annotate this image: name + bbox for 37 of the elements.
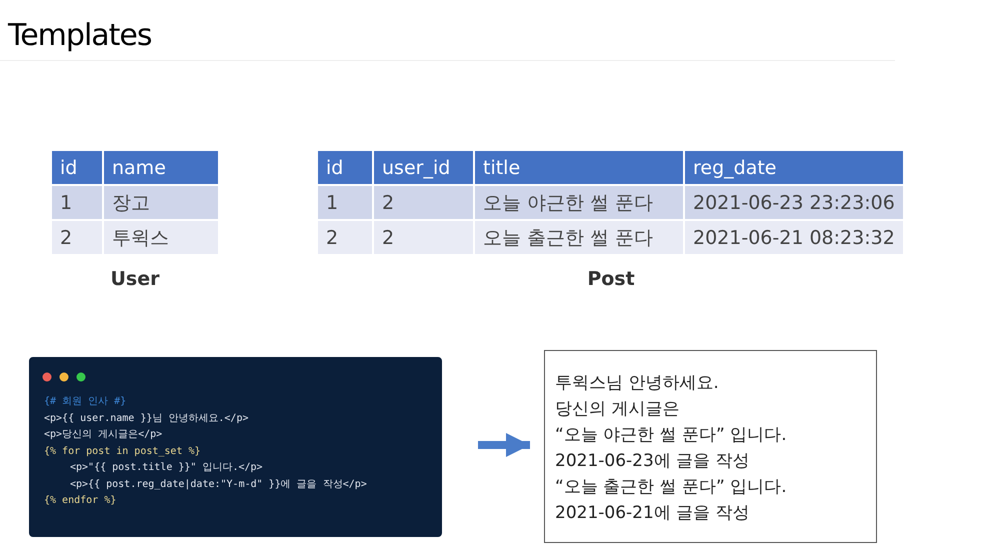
output-box [544,350,877,543]
table-header: title [475,151,683,184]
code-line: <p>{{ user.name }}님 안녕하세요.</p> [44,412,248,426]
table-caption: User [110,268,160,290]
output-text: 2021-06-21에 글을 작성 [555,502,750,525]
table-cell: 2 [374,186,473,219]
output-text: 2021-06-23에 글을 작성 [555,450,750,473]
table-header: id [52,151,102,184]
table-header: reg_date [685,151,903,184]
table-cell: 2 [374,221,473,254]
output-text: 당신의 게시글은 [555,398,680,421]
table-cell: 1 [52,186,102,219]
code-line: {# 회원 인사 #} [44,395,126,409]
table-cell: 2021-06-21 08:23:32 [685,221,903,254]
table-cell: 장고 [104,186,218,219]
table-cell: 2 [318,221,372,254]
output-text: “오늘 출근한 썰 푼다” 입니다. [555,476,787,499]
title: Templates [8,18,152,53]
output-text: “오늘 야근한 썰 푼다” 입니다. [555,424,787,447]
code-line: {% for post in post_set %} [44,444,201,458]
table-header: user_id [374,151,473,184]
table-cell: 1 [318,186,372,219]
table-header: name [104,151,218,184]
code-window [29,357,442,537]
table-cell: 오늘 야근한 썰 푼다 [475,186,683,219]
table-cell: 2021-06-23 23:23:06 [685,186,903,219]
arrow [478,433,530,457]
output-text: 투윅스님 안녕하세요. [555,372,719,395]
table-header: id [318,151,372,184]
table-caption: Post [586,268,636,290]
table-cell: 2 [52,221,102,254]
code-line: {% endfor %} [44,494,116,508]
code-line: <p>{{ post.reg_date|date:"Y-m-d" }}에 글을 작성</p> [70,478,367,492]
code-line: <p>"{{ post.title }}" 입니다.</p> [70,461,263,475]
table-cell: 투윅스 [104,221,218,254]
code-line: <p>당신의 게시글은</p> [44,428,162,442]
table-cell: 오늘 출근한 썰 푼다 [475,221,683,254]
